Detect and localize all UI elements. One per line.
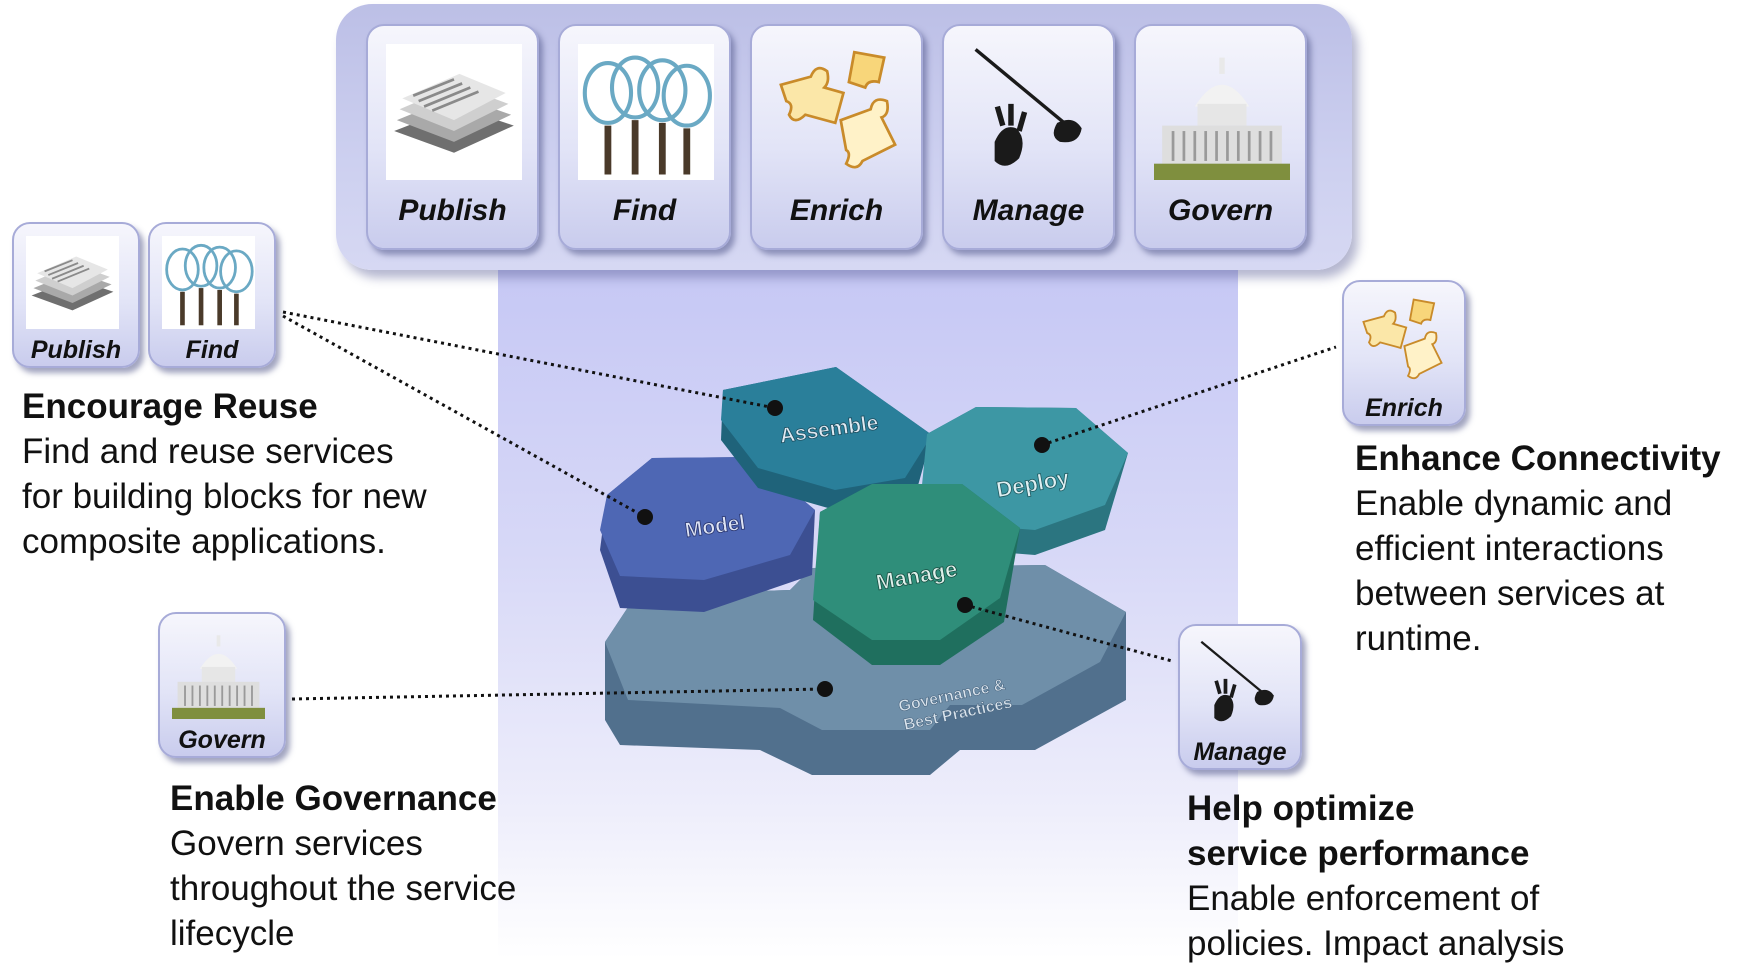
callout-body: Enable dynamic and efficient interaction… bbox=[1355, 484, 1673, 658]
top-toolbar: Publish Find Enrich Manage Govern bbox=[336, 4, 1352, 270]
toolbar-tile-find[interactable]: Find bbox=[558, 24, 731, 250]
performance-tile-label: Manage bbox=[1193, 738, 1287, 766]
anchor-dot-assemble bbox=[767, 400, 783, 416]
anchor-dot-deploy bbox=[1034, 437, 1050, 453]
toolbar-tile-label: Enrich bbox=[789, 194, 884, 227]
governance-tile-govern[interactable]: Govern bbox=[158, 612, 286, 758]
toolbar-tile-manage[interactable]: Manage bbox=[942, 24, 1115, 250]
anchor-dot-manage bbox=[957, 597, 973, 613]
callout-heading: Enable Governance bbox=[170, 779, 497, 818]
toolbar-tile-enrich[interactable]: Enrich bbox=[750, 24, 923, 250]
anchor-dot-governance bbox=[817, 681, 833, 697]
connector-performance-manage bbox=[964, 603, 1173, 663]
toolbar-tile-label: Manage bbox=[972, 194, 1085, 227]
callout-enable-governance: Enable Governance Govern services throug… bbox=[170, 776, 590, 956]
callout-enhance-connectivity: Enhance Connectivity Enable dynamic and … bbox=[1355, 436, 1751, 661]
callout-optimize-performance: Help optimize service performance Enable… bbox=[1187, 786, 1627, 966]
newspaper-icon bbox=[25, 236, 120, 329]
reuse-tile-label: Find bbox=[185, 336, 239, 364]
callout-body: Enable enforcement of policies. Impact a… bbox=[1187, 879, 1565, 963]
connectivity-tile-label: Enrich bbox=[1365, 394, 1443, 422]
toolbar-tile-publish[interactable]: Publish bbox=[366, 24, 539, 250]
connector-governance-base bbox=[291, 687, 826, 701]
callout-heading: Encourage Reuse bbox=[22, 387, 318, 426]
toolbar-tile-label: Govern bbox=[1167, 194, 1274, 227]
magnifier-icon bbox=[161, 236, 256, 329]
reuse-tile-label: Publish bbox=[30, 336, 122, 364]
toolbar-tile-label: Publish bbox=[398, 194, 507, 227]
reuse-tile-find[interactable]: Find bbox=[148, 222, 276, 368]
callout-body: Govern services throughout the service l… bbox=[170, 824, 517, 953]
callout-body: Find and reuse services for building blo… bbox=[22, 432, 427, 561]
connector-reuse-model bbox=[282, 314, 646, 519]
callout-heading: Help optimize service performance bbox=[1187, 789, 1530, 873]
callout-encourage-reuse: Encourage Reuse Find and reuse services … bbox=[22, 384, 482, 564]
puzzle-icon bbox=[1355, 294, 1450, 387]
callout-heading: Enhance Connectivity bbox=[1355, 439, 1721, 478]
connectivity-tile-enrich[interactable]: Enrich bbox=[1342, 280, 1466, 426]
governance-tile-label: Govern bbox=[178, 726, 266, 754]
connector-connectivity-deploy bbox=[1041, 345, 1337, 447]
toolbar-tile-label: Find bbox=[612, 194, 677, 227]
reuse-tile-publish[interactable]: Publish bbox=[12, 222, 140, 368]
toolbar-tile-govern[interactable]: Govern bbox=[1134, 24, 1307, 250]
conductor-icon bbox=[1191, 638, 1286, 731]
capitol-icon bbox=[171, 626, 266, 719]
performance-tile-manage[interactable]: Manage bbox=[1178, 624, 1302, 770]
anchor-dot-model bbox=[637, 509, 653, 525]
